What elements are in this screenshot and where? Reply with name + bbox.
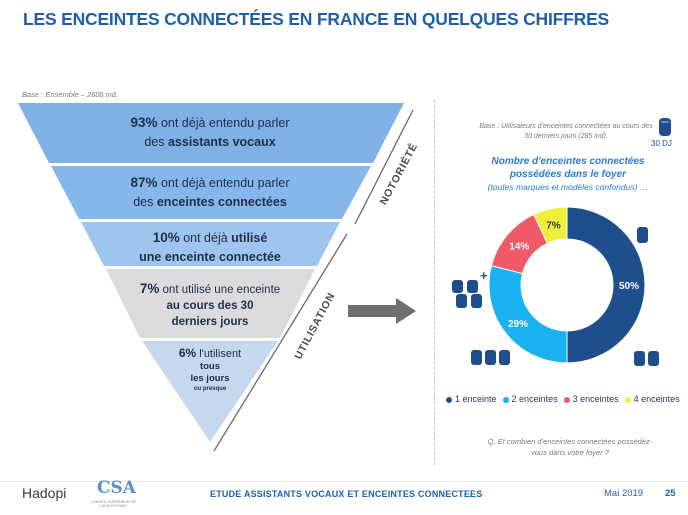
donut-chart: 50% 29% 14% 7%	[488, 206, 646, 364]
donut-label-4: 7%	[546, 220, 561, 231]
speakers-4-icon	[452, 280, 482, 308]
funnel-level-2	[51, 166, 371, 219]
funnel-bold-2: enceintes connectées	[156, 195, 287, 209]
legend-label-2: 2 enceintes	[511, 394, 558, 404]
donut-label-3: 14%	[509, 241, 529, 252]
speaker-caption: 30 DJ	[651, 139, 672, 148]
chart-base-note: Base : Utilisateurs d'enceintes connecté…	[479, 123, 653, 140]
funnel-line-3a: ont déjà	[179, 231, 232, 245]
funnel-pct-2: 87%	[130, 175, 158, 190]
funnel-text-5: 6% l'utilisent tous les jours ou presque	[150, 346, 270, 393]
legend-item-3: 3 enceintes	[563, 394, 619, 404]
legend-label-1: 1 enceinte	[455, 394, 497, 404]
funnel-bold-3a: utilisé	[231, 231, 268, 245]
funnel-line-1a: ont déjà entendu parler	[157, 116, 290, 130]
funnel-level-4	[106, 269, 315, 338]
funnel-bold-3b: une enceinte connectée	[139, 250, 281, 264]
speaker-1-icon	[637, 227, 648, 243]
funnel-text-2: 87% ont déjà entendu parler des enceinte…	[60, 173, 360, 212]
funnel-line-2b: des	[133, 195, 157, 209]
funnel-level-3	[81, 222, 340, 266]
legend-dot-3	[563, 396, 570, 403]
legend-dot-4	[624, 396, 631, 403]
speakers-3-icon	[471, 350, 510, 365]
footer-date: Mai 2019	[604, 488, 644, 499]
funnel-bold-4b: derniers jours	[171, 316, 249, 328]
utilisation-bracket	[213, 233, 348, 452]
legend-label-4: 4 enceintes	[633, 394, 680, 404]
donut-slice-4	[533, 206, 568, 245]
arrow-right-icon	[348, 298, 416, 324]
page-title: LES ENCEINTES CONNECTÉES EN FRANCE EN QU…	[23, 9, 610, 29]
funnel-bold-4a: au cours des 30	[166, 300, 254, 312]
funnel-line-4a: ont utilisé une enceinte	[159, 284, 281, 296]
footer-divider	[0, 481, 688, 482]
funnel-pct-5: 6%	[178, 346, 197, 360]
funnel-bold-1: assistants vocaux	[167, 135, 276, 149]
legend-item-2: 2 enceintes	[502, 394, 558, 404]
funnel-pct-4: 7%	[139, 281, 160, 296]
page-number: 25	[665, 488, 676, 499]
funnel-text-3: 10% ont déjà utilisé une enceinte connec…	[60, 228, 360, 267]
chart-legend: 1 enceinte 2 enceintes 3 enceintes 4 encein…	[446, 394, 686, 404]
legend-item-4: 4 enceintes	[624, 394, 680, 404]
funnel-pct-1: 93%	[130, 115, 158, 130]
donut-label-2: 29%	[508, 319, 528, 330]
notoriete-bracket	[354, 109, 414, 225]
funnel-text-1: 93% ont déjà entendu parler des assistan…	[60, 113, 360, 152]
csa-logo: CSA	[97, 478, 136, 498]
donut-slice-2	[488, 264, 568, 364]
survey-question: Q. Et combien d'enceintes connectées pos…	[487, 437, 653, 457]
funnel-small-5: ou presque	[193, 386, 227, 392]
legend-dot-2	[502, 396, 509, 403]
hadopi-logo: Hadopi	[22, 485, 67, 501]
donut-slice-1	[566, 206, 646, 364]
chart-question-subtitle: (toutes marques et modèles confondus) …	[487, 182, 649, 192]
funnel-text-4: 7% ont utilisé une enceinte au cours des…	[100, 281, 320, 330]
funnel-level-1	[18, 103, 404, 163]
speaker-icon	[659, 118, 671, 136]
legend-dot-1	[446, 396, 452, 403]
vertical-divider	[434, 100, 435, 465]
funnel-line-2a: ont déjà entendu parler	[157, 176, 290, 190]
funnel-base-note: Base : Ensemble – 2606 ind.	[22, 90, 118, 99]
funnel-bold-5b: les jours	[190, 373, 230, 384]
funnel-line-5a: l'utilisent	[196, 348, 242, 360]
footer-study-title: ETUDE ASSISTANTS VOCAUX ET ENCEINTES CON…	[210, 489, 483, 499]
legend-label-3: 3 enceintes	[572, 394, 619, 404]
funnel-level-5	[142, 341, 278, 442]
speakers-2-icon	[634, 351, 659, 366]
plus-sign: +	[480, 268, 488, 283]
donut-label-1: 50%	[619, 281, 639, 292]
csa-logo-subtitle: CONSEIL SUPÉRIEUR DE L'AUDIOVISUEL	[89, 500, 137, 508]
funnel-pct-3: 10%	[152, 230, 180, 245]
funnel-line-1b: des	[144, 135, 168, 149]
legend-item-1: 1 enceinte	[446, 394, 497, 404]
chart-question-title: Nombre d'enceintes connectées possédées …	[491, 156, 645, 180]
funnel-bold-5a: tous	[199, 361, 221, 372]
